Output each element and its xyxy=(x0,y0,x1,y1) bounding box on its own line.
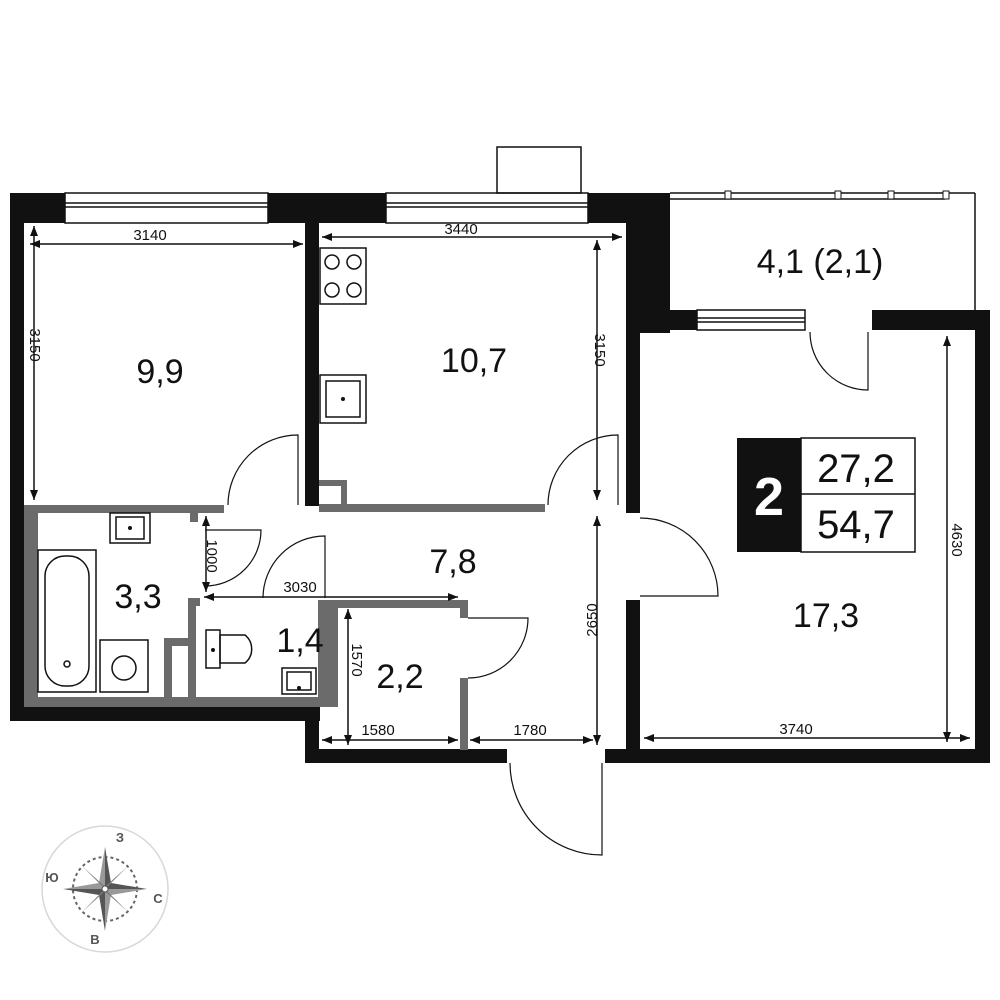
hall-depth-label: 2650 xyxy=(584,603,601,636)
kitchen-sink xyxy=(319,374,367,424)
room-count: 2 xyxy=(754,467,784,527)
area-box xyxy=(800,437,916,553)
bath-door-label: 1000 xyxy=(203,539,220,572)
summary-badge: 2 27,2 54,7 xyxy=(737,437,916,553)
total-area: 54,7 xyxy=(817,503,895,547)
bathroom-sink xyxy=(109,512,151,544)
living-width-label: 3740 xyxy=(779,721,812,738)
compass: З Ю С В xyxy=(41,825,169,953)
front-right-label: 1780 xyxy=(513,722,546,739)
windows xyxy=(64,146,806,331)
wc-area: 1,4 xyxy=(276,622,323,660)
compass-north: З xyxy=(116,830,124,845)
balcony-area: 4,1 (2,1) xyxy=(757,243,884,281)
wc-sink xyxy=(281,667,317,695)
room-count-box xyxy=(737,438,801,552)
compass-east: С xyxy=(153,891,163,906)
interior-walls xyxy=(24,480,545,750)
kitchen-width-label: 3440 xyxy=(444,221,477,238)
living-depth-label: 4630 xyxy=(948,523,965,556)
dimension-lines xyxy=(30,226,970,745)
compass-west: Ю xyxy=(45,870,58,885)
exterior-walls xyxy=(10,193,990,763)
doors xyxy=(204,331,869,856)
balcony-outline xyxy=(670,190,976,310)
closet-area: 2,2 xyxy=(376,658,423,696)
kitchen-area: 10,7 xyxy=(441,342,507,380)
closet-depth-label: 1570 xyxy=(348,643,365,676)
compass-rose-icon xyxy=(63,847,147,931)
compass-south: В xyxy=(90,932,99,947)
hall-width-label: 3030 xyxy=(283,579,316,596)
bedroom-width-label: 3140 xyxy=(133,227,166,244)
living-area-total: 27,2 xyxy=(817,447,895,491)
toilet xyxy=(205,629,253,669)
bedroom-area: 9,9 xyxy=(136,353,183,391)
kitchen-stove xyxy=(319,247,367,305)
kitchen-depth-label: 3150 xyxy=(591,333,608,366)
washing-machine xyxy=(99,639,149,693)
hall-area: 7,8 xyxy=(429,543,476,581)
bathroom-area: 3,3 xyxy=(114,578,161,616)
bathtub xyxy=(37,549,97,693)
front-left-label: 1580 xyxy=(361,722,394,739)
bedroom-depth-label: 3150 xyxy=(26,328,43,361)
living-area: 17,3 xyxy=(793,597,859,635)
